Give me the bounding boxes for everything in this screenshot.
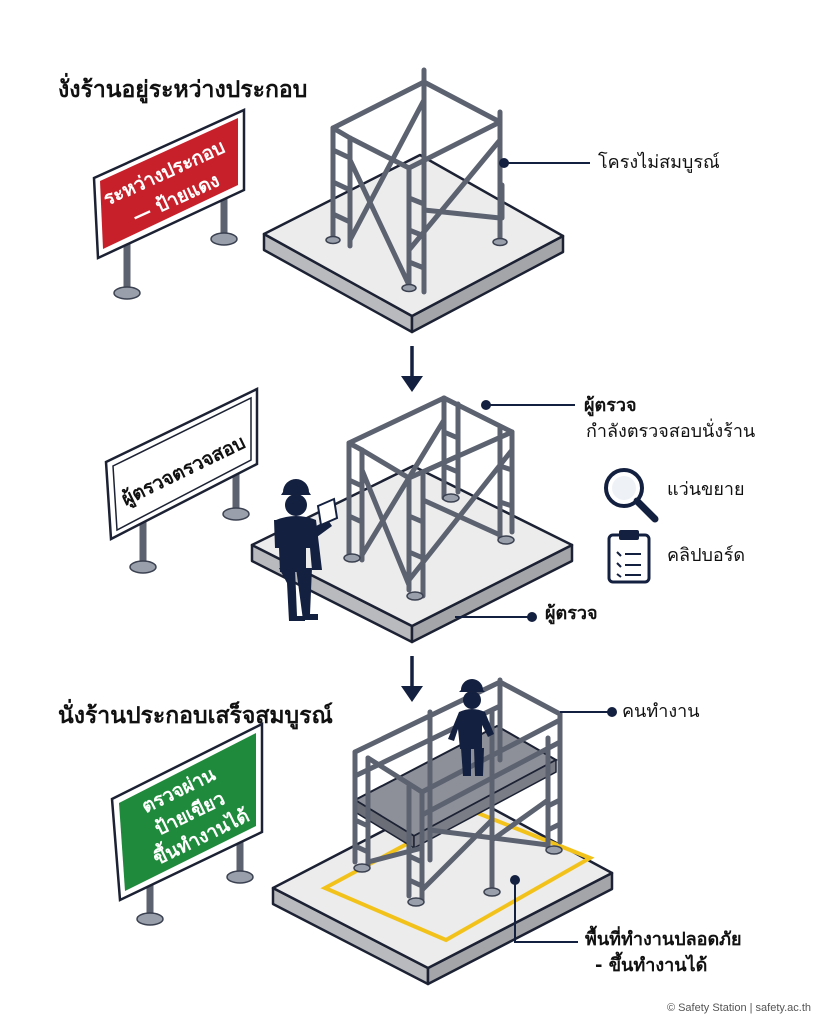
- stage3-scaffold: [352, 677, 563, 907]
- stage1-heading: งั่งร้านอยู่ระหว่างประกอบ: [58, 77, 308, 103]
- inspector-figure: [274, 479, 332, 621]
- green-sign: ตรวจผ่าน ป้ายเขียว ขึ้นทำงานได้: [110, 721, 264, 926]
- inspector-callout-title: ผู้ตรวจ: [584, 395, 637, 416]
- stage2-group: ผู้ตรวจตรวจสอบ: [104, 387, 659, 644]
- stage3-heading: นั่งร้านประกอบเสร็จสมบูรณ์: [58, 703, 333, 729]
- worker-label: คนทำงาน: [622, 701, 700, 722]
- tablet-icon: [316, 497, 339, 527]
- stage3-group: ตรวจผ่าน ป้ายเขียว ขึ้นทำงานได้: [110, 677, 617, 986]
- footer-credit: © Safety Station | safety.ac.th: [666, 1002, 811, 1014]
- safe-area-label-line2: - ขึ้นทำงานได้: [595, 955, 708, 976]
- worker-figure: [448, 679, 494, 776]
- arrow-down-icon: [401, 656, 423, 702]
- clipboard-label: คลิปบอร์ด: [667, 545, 746, 566]
- arrow-down-icon: [401, 346, 423, 392]
- stage2-scaffold: [343, 395, 515, 601]
- white-sign: ผู้ตรวจตรวจสอบ: [104, 387, 259, 574]
- stage1-group: ระหว่างประกอบ — ป้ายแดง: [92, 67, 590, 334]
- clipboard-icon: [607, 530, 651, 584]
- red-sign: ระหว่างประกอบ — ป้ายแดง: [92, 108, 246, 300]
- inspector-callout-subtitle: กำลังตรวจสอบนั่งร้าน: [586, 421, 756, 442]
- magnifier-label: แว่นขยาย: [667, 479, 745, 500]
- safe-area-label-line1: พื้นที่ทำงานปลอดภัย: [585, 929, 742, 950]
- stage3-platform: [271, 789, 614, 986]
- stage1-platform: [262, 153, 565, 334]
- inspector-label: ผู้ตรวจ: [545, 603, 598, 624]
- stage1-scaffold: [325, 67, 508, 295]
- magnifier-icon: [604, 468, 659, 523]
- incomplete-frame-label: โครงไม่สมบูรณ์: [598, 152, 720, 173]
